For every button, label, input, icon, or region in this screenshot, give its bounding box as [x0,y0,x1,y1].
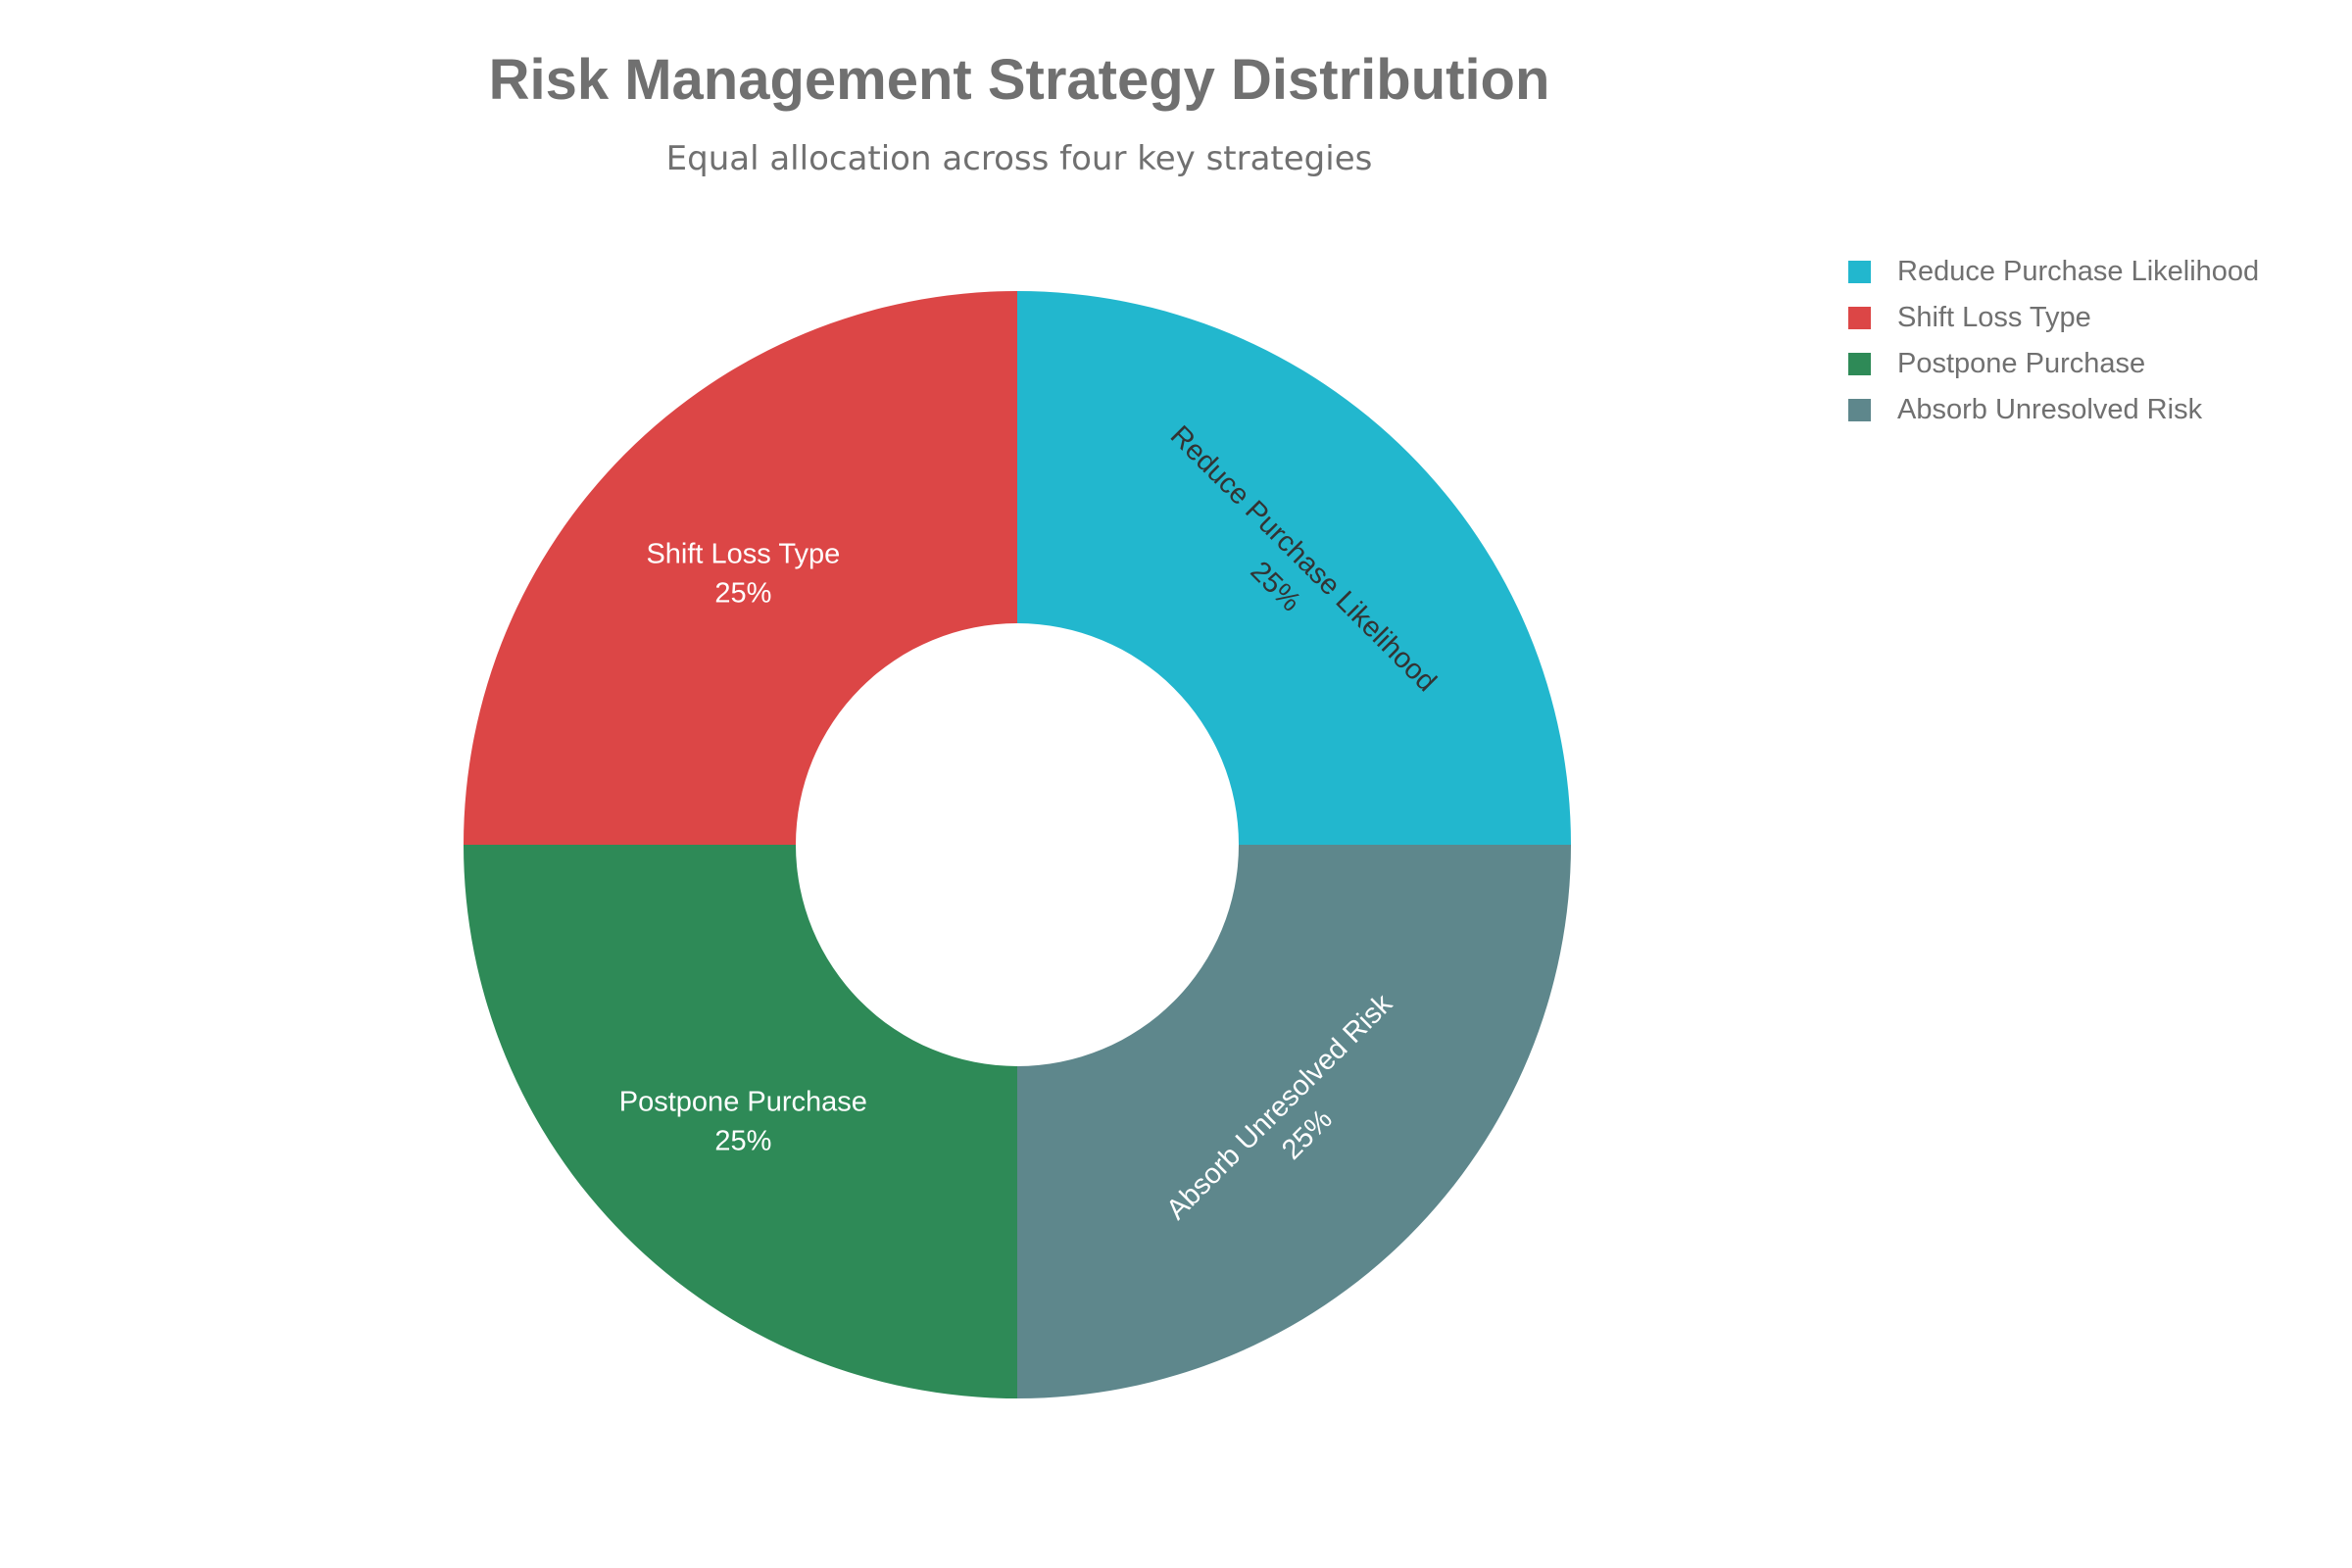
legend-swatch [1848,399,1871,421]
chart-subtitle: Equal allocation across four key strateg… [665,139,1373,178]
legend-swatch [1848,261,1871,283]
legend-item[interactable]: Shift Loss Type [1848,295,2259,341]
legend-item[interactable]: Postpone Purchase [1848,341,2259,387]
legend-label: Shift Loss Type [1897,302,2091,333]
slice-label-percent: 25% [714,577,771,609]
legend-item[interactable]: Reduce Purchase Likelihood [1848,249,2259,295]
slice-label: Shift Loss Type 25% [646,538,840,609]
legend: Reduce Purchase Likelihood Shift Loss Ty… [1848,249,2259,433]
legend-swatch [1848,307,1871,329]
slice-label: Postpone Purchase 25% [619,1087,867,1157]
pie-slice[interactable] [1017,845,1571,1398]
pie-slice[interactable] [1017,291,1571,845]
pie-slice[interactable] [464,291,1017,845]
legend-label: Postpone Purchase [1897,348,2146,379]
legend-item[interactable]: Absorb Unresolved Risk [1848,387,2259,433]
slice-label-name: Postpone Purchase [619,1087,867,1118]
legend-label: Reduce Purchase Likelihood [1897,256,2260,287]
slice-label-name: Shift Loss Type [646,538,840,569]
slice-label-percent: 25% [714,1126,771,1157]
chart-title: Risk Management Strategy Distribution [488,48,1550,112]
legend-label: Absorb Unresolved Risk [1897,394,2203,425]
legend-swatch [1848,353,1871,375]
pie-slice[interactable] [464,845,1017,1398]
